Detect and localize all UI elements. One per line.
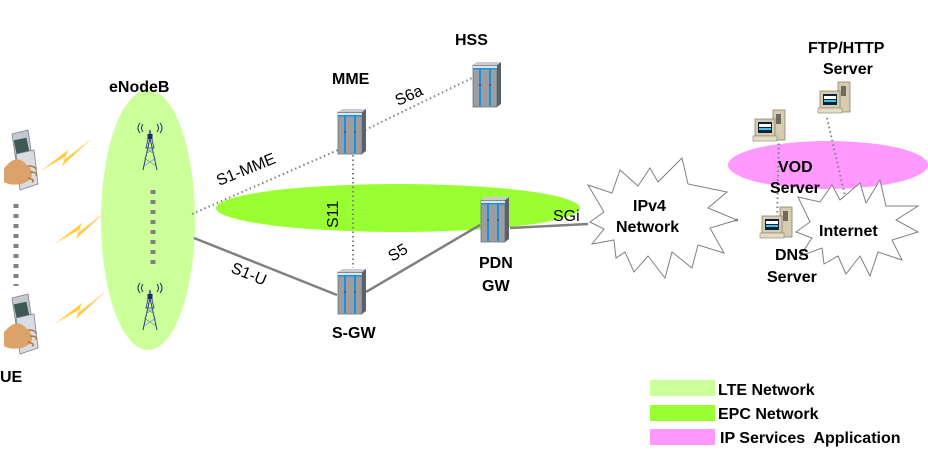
ftp-http-server-pc-icon [817,81,851,114]
s5-interface-label: S5 [386,241,412,266]
sgi-link [509,222,589,230]
ipv4-label-line2: Network [616,219,679,236]
ftp-http-server-label-line1: FTP/HTTP [808,40,885,57]
sgw-server-icon [337,268,367,315]
vod-server-label-line1: VOD [778,159,813,176]
ftp-http-server-label-line2: Server [823,61,873,78]
s1-mme-interface-label: S1-MME [214,151,278,190]
pdn-gw-label-line1: PDN [479,255,513,272]
ue-label: UE [0,369,23,386]
hss-label: HSS [455,32,488,49]
legend-label-lte: LTE Network [718,382,815,399]
legend-swatch-ip-services [650,429,715,445]
dns-server-label-line2: Server [767,269,817,286]
s6a-link [364,77,473,131]
radio-link-bolt-icon [55,292,105,324]
radio-link-bolt-icon [41,139,91,171]
vod-server-label-line2: Server [770,180,820,197]
ip-services-region [728,141,928,189]
vod-server-pc-icon [752,109,786,142]
legend-swatch-lte [650,380,715,396]
mme-server-icon [337,108,367,155]
s6a-interface-label: S6a [393,83,426,110]
dns-server-pc-icon [759,206,793,239]
radio-link-bolt-icon [55,212,105,244]
hss-server-icon [472,61,502,108]
internet-label: Internet [819,223,878,240]
pdn-gw-server-icon [480,196,510,243]
sgw-label: S-GW [332,325,376,342]
dns-server-label-line1: DNS [775,247,809,264]
s1-u-link [193,236,338,297]
mme-label: MME [332,71,370,88]
internet-cloud [794,178,920,278]
ue-phone-icon [3,129,39,191]
legend-swatch-epc [650,405,715,421]
lte-network-region [101,90,195,350]
ipv4-label-line1: IPv4 [633,198,666,215]
epc-network-region [216,184,580,232]
legend-label-epc: EPC Network [718,406,819,423]
s11-interface-label: S11 [325,201,342,228]
enodeb-label: eNodeB [109,79,169,96]
sgi-interface-label: SGi [553,208,580,225]
legend-label-ip-services: IP Services Application [720,430,901,447]
ipv4-network-cloud [586,157,739,280]
legend: LTE Network EPC Network IP Services Appl… [650,380,901,447]
pdn-gw-label-line2: GW [482,278,510,295]
s5-link [365,223,481,294]
ue-phone-icon [3,293,39,355]
